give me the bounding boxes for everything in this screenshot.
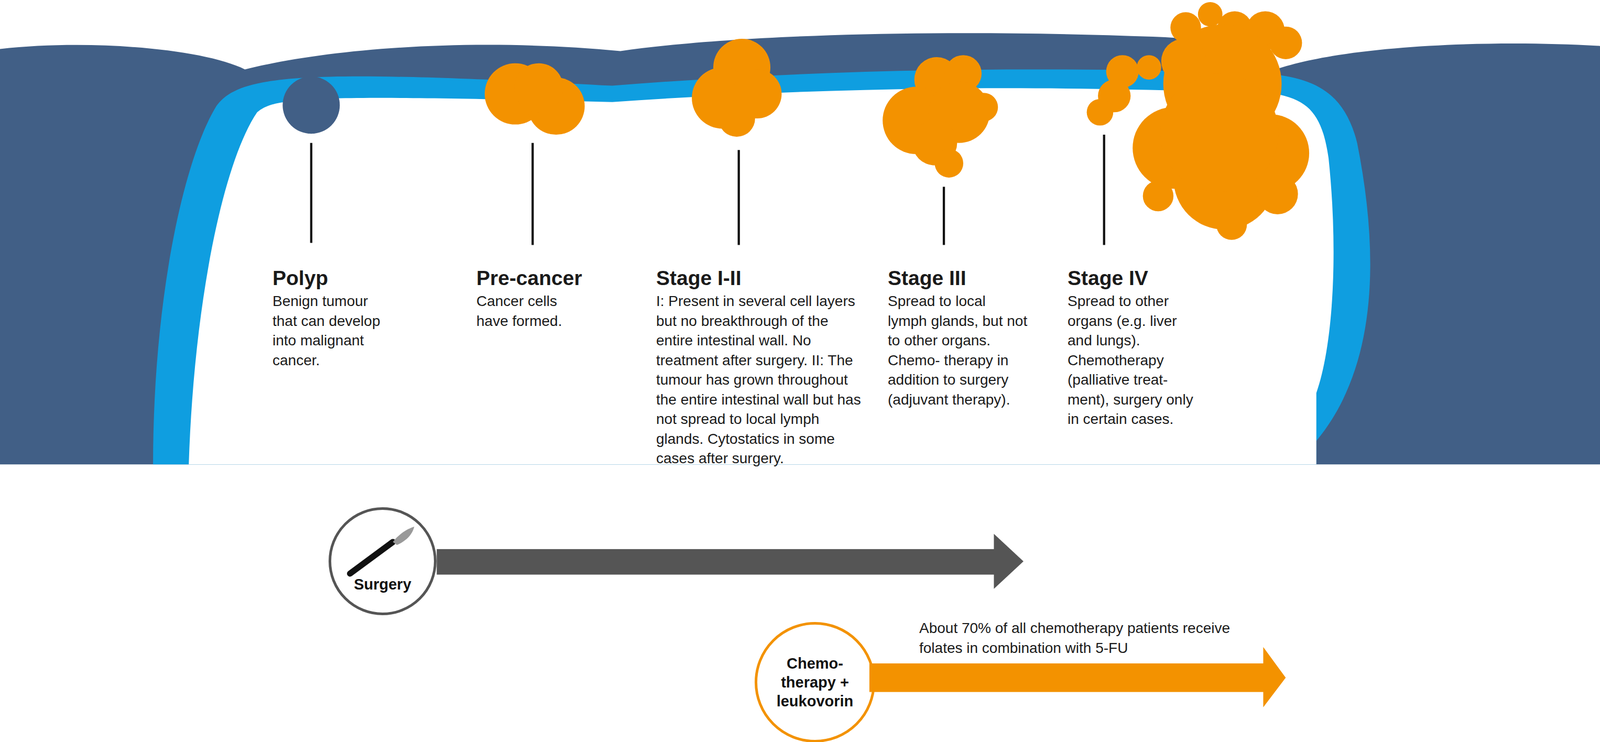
node-label: Chemo- therapy + leukovorin: [765, 654, 865, 711]
node-label: Surgery: [353, 574, 412, 594]
stage-heading: Pre-cancer: [476, 266, 583, 291]
stage-description: I: Present in several cell layers but no…: [656, 291, 866, 469]
leader-lines: [311, 134, 1105, 245]
stage-3-tumour: [882, 55, 998, 178]
stage-description: Cancer cells have formed.: [476, 291, 589, 331]
chemo-arrow: [869, 647, 1286, 708]
stage-4-tumour: [1086, 2, 1310, 241]
stage-heading: Stage IV: [1067, 266, 1149, 291]
note-text: About 70% of all chemotherapy patients r…: [919, 618, 1247, 658]
polyp: [282, 76, 340, 134]
pre-cancer-tumour: [484, 63, 585, 135]
stage-heading: Stage III: [887, 266, 967, 291]
stage-heading: Stage I-II: [656, 266, 742, 291]
chemo-circle: Chemo- therapy + leukovorin: [754, 622, 876, 742]
stage-description: Spread to local lymph glands, but not to…: [887, 291, 1029, 410]
stage-description: Benign tumour that can develop into mali…: [272, 291, 390, 370]
scalpel-icon: [350, 526, 415, 574]
stage-heading: Polyp: [272, 266, 329, 291]
stage-1-2-tumour: [691, 38, 782, 137]
node-text-group: Chemo- therapy + leukovorin: [765, 654, 865, 711]
node-text-group: Surgery: [353, 574, 412, 594]
stage-description: Spread to other organs (e.g. liver and l…: [1067, 291, 1203, 430]
surgery-circle: Surgery: [328, 507, 437, 616]
surgery-arrow: [436, 534, 1024, 590]
